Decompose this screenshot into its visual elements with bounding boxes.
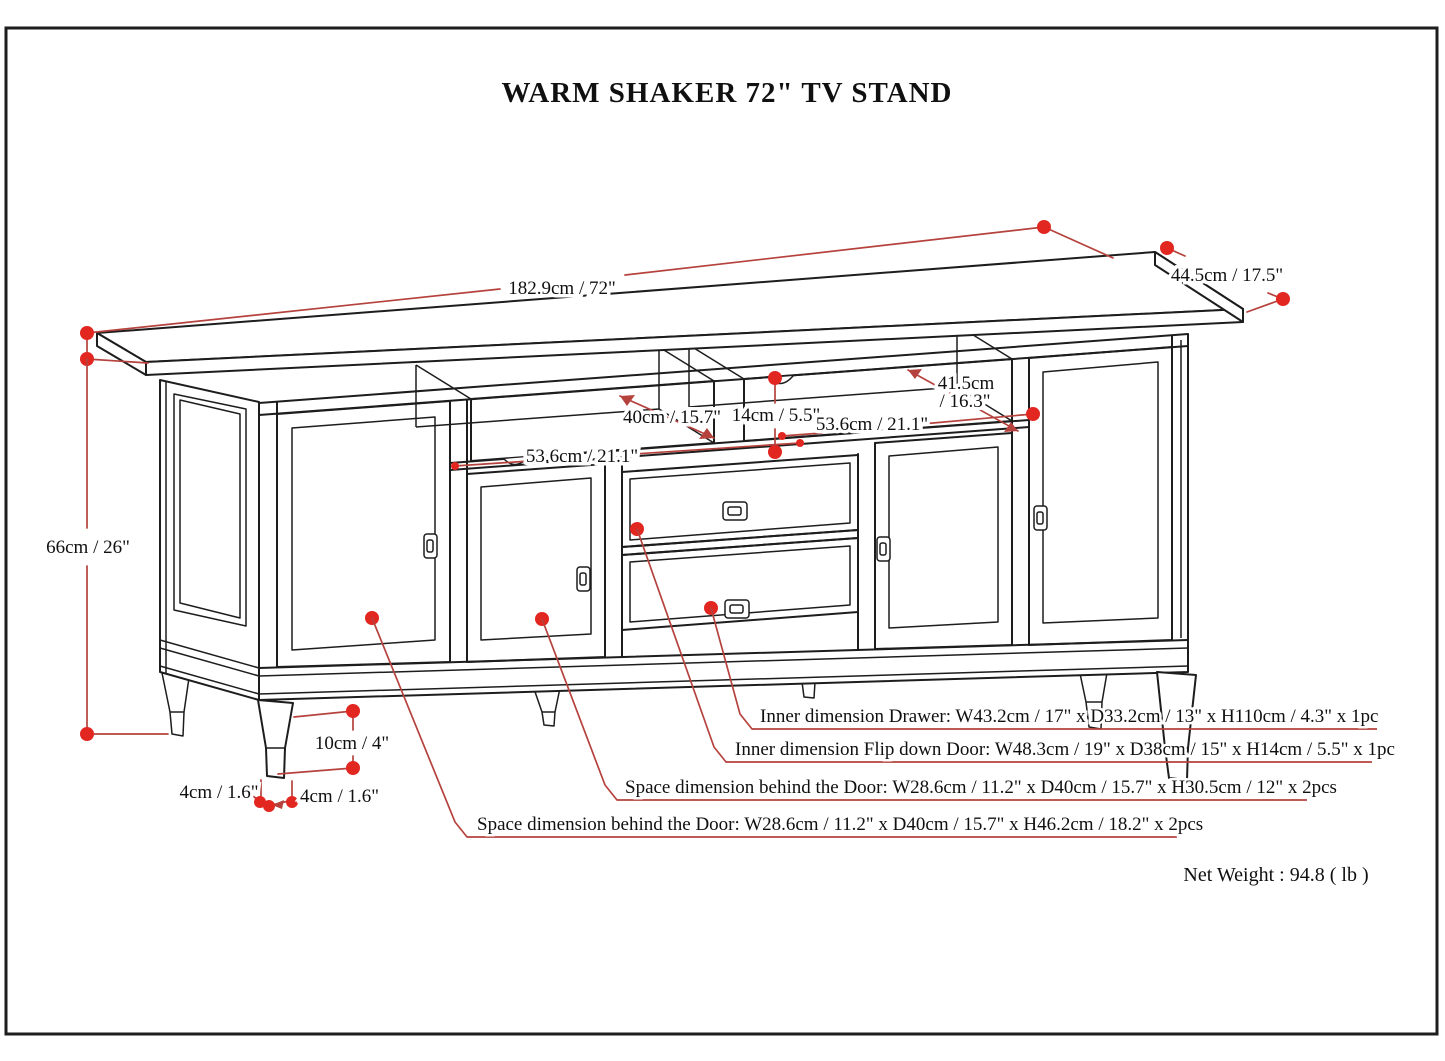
left-door-handle — [423, 533, 438, 559]
net-weight: Net Weight : 94.8 ( lb ) — [1183, 864, 1368, 886]
drawing-border — [4, 26, 1439, 1036]
middle-right-door-handle — [876, 536, 891, 562]
dim-right-shelf-depth-label-1: 41.5cm — [938, 373, 995, 394]
dim-top-depth: 44.5cm / 17.5" — [1160, 241, 1290, 313]
drawer-handle — [724, 599, 750, 619]
dim-foot-right-label: 4cm / 1.6" — [300, 786, 379, 807]
dim-foot-left-label: 4cm / 1.6" — [180, 782, 259, 803]
middle-left-door-handle — [576, 566, 591, 592]
dim-left-opening-width: 53.6cm / 21.1" — [451, 439, 804, 471]
dim-top-depth-label: 44.5cm / 17.5" — [1171, 265, 1283, 286]
front-legs — [257, 671, 1197, 781]
callout-drawer: Inner dimension Drawer: W43.2cm / 17" x … — [760, 706, 1379, 727]
middle-right-door — [874, 432, 1013, 650]
dimension-annotations: 182.9cm / 72" 44.5cm / 17.5" 66cm / 26" … — [43, 220, 1397, 838]
shelf-front-edge — [449, 419, 1030, 471]
drawer-rail-top — [621, 529, 859, 548]
callout-flip-down-door: Inner dimension Flip down Door: W48.3cm … — [735, 739, 1395, 760]
dim-foot: 4cm / 1.6" 4cm / 1.6" — [176, 779, 383, 812]
dim-leg-height-label: 10cm / 4" — [315, 733, 389, 754]
tv-stand-drawing — [96, 251, 1244, 781]
dim-height: 66cm / 26" — [43, 358, 169, 741]
dim-left-shelf-depth: 40cm / 15.7" — [619, 395, 725, 439]
top-panel — [96, 251, 1244, 376]
left-end-panel — [159, 379, 260, 701]
dim-left-shelf-depth-label: 40cm / 15.7" — [623, 407, 721, 428]
dim-right-opening-width: 53.6cm / 21.1" — [778, 407, 1040, 440]
callout-behind-door-large: Space dimension behind the Door: W28.6cm… — [477, 814, 1203, 835]
dim-left-opening-width-label: 53.6cm / 21.1" — [526, 446, 638, 467]
drawer-front — [621, 537, 859, 631]
middle-left-door — [466, 463, 606, 663]
dim-center-opening-height: 14cm / 5.5" — [728, 371, 824, 459]
right-door-handle — [1033, 505, 1048, 531]
page-title: WARM SHAKER 72" TV STAND — [502, 77, 953, 109]
dim-right-shelf-depth: 41.5cm / 16.3" — [907, 369, 1019, 432]
callout-behind-door-small: Space dimension behind the Door: W28.6cm… — [625, 777, 1337, 798]
dim-right-opening-width-label: 53.6cm / 21.1" — [816, 414, 928, 435]
dim-height-label: 66cm / 26" — [46, 537, 130, 558]
callout-leaders — [371, 528, 1377, 838]
dim-center-opening-height-label: 14cm / 5.5" — [732, 405, 821, 426]
flip-down-door-handle — [722, 501, 748, 521]
dim-right-shelf-depth-label-2: / 16.3" — [939, 391, 990, 412]
left-tall-door — [276, 400, 451, 668]
dim-leg-height: 10cm / 4" — [277, 704, 393, 775]
dim-top-length-label: 182.9cm / 72" — [508, 278, 616, 299]
right-tall-door — [1028, 346, 1173, 646]
dim-top-length: 182.9cm / 72" — [80, 220, 1114, 366]
